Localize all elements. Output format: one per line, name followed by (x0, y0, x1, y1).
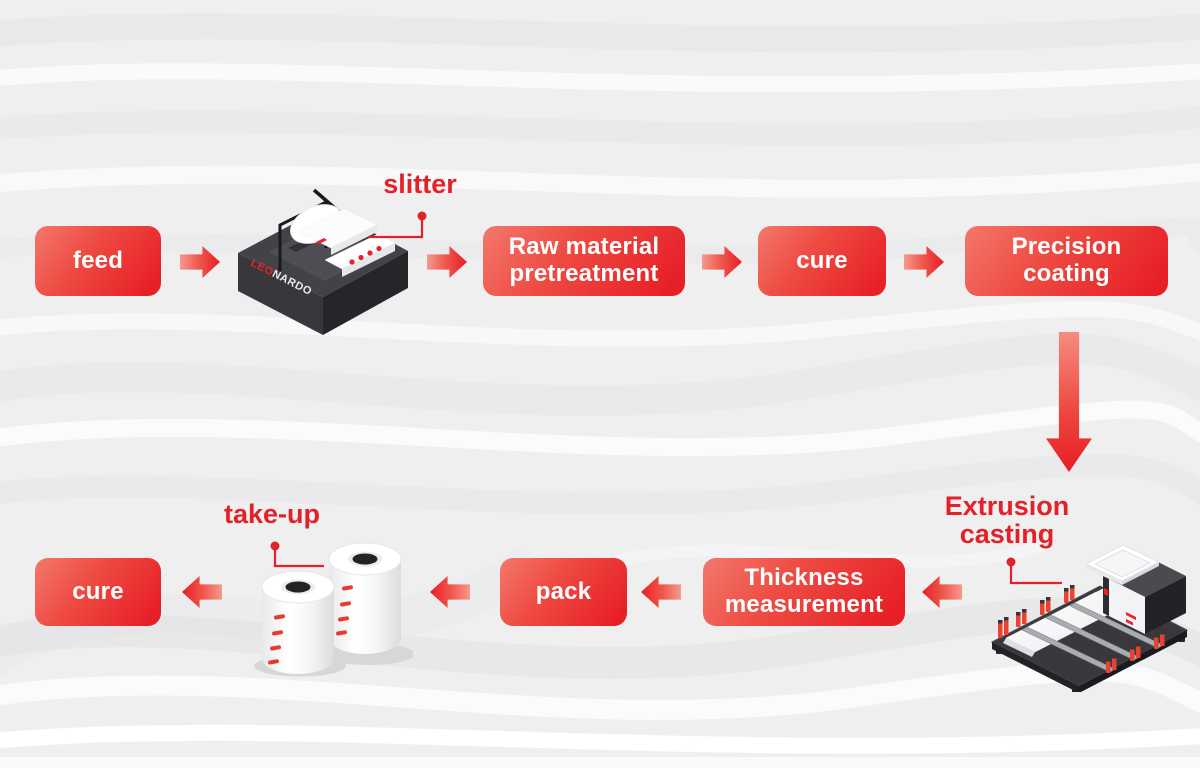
callout-label-take-up: take-up (223, 499, 321, 529)
flow-step-thickness-box: Thickness measurement (703, 558, 905, 626)
callout-label-extrusion-casting: Extrusion casting (944, 491, 1070, 550)
flow-step-feed-label: feed (72, 246, 124, 274)
callout-label-slitter: slitter (383, 169, 457, 199)
flow-step-pack-label: pack (535, 577, 592, 605)
flow-step-raw-pretreatment-box: Raw material pretreatment (483, 226, 685, 296)
flow-step-cure-top-label: cure (796, 246, 848, 274)
flow-step-feed-box: feed (35, 226, 161, 296)
extrusion-casting-machine-illustration (990, 544, 1189, 692)
flow-step-cure-bottom-label: cure (72, 577, 124, 605)
flow-step-cure-bottom-box: cure (35, 558, 161, 626)
slitter-callout-connector (369, 211, 427, 239)
flow-step-pack-box: pack (500, 558, 627, 626)
flow-step-thickness-label: Thickness measurement (724, 564, 884, 618)
take-up-rolls-illustration (254, 542, 413, 677)
flow-step-raw-pretreatment-label: Raw material pretreatment (508, 233, 660, 287)
extrusion-callout-connector (1006, 557, 1062, 585)
take-up-callout-connector (270, 541, 324, 568)
flow-step-precision-coating-label: Precision coating (1011, 233, 1122, 287)
slitter-machine-illustration: LEONARDO (238, 188, 408, 335)
flow-step-cure-top-box: cure (758, 226, 886, 296)
flow-step-precision-coating-box: Precision coating (965, 226, 1168, 296)
